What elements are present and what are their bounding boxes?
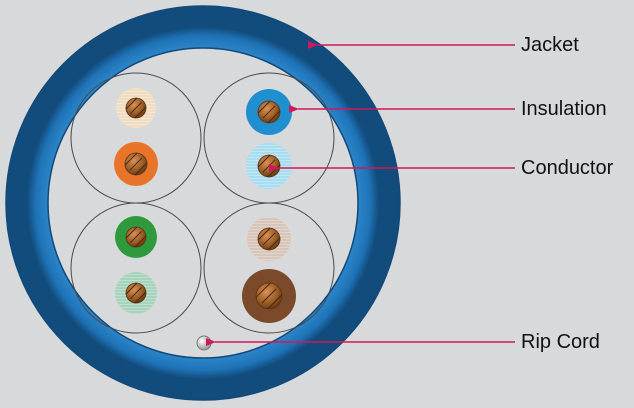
rip-cord: [197, 336, 211, 350]
wire-blue-pair-striped: [246, 143, 292, 189]
cable-core: [49, 49, 357, 357]
wire-green-pair-striped: [115, 272, 157, 314]
wire-orange-pair-striped: [116, 88, 156, 128]
conductor-label: Conductor: [521, 158, 613, 178]
wire-brown-pair-solid: [242, 269, 296, 323]
wire-brown-pair-striped: [247, 217, 291, 261]
wire-blue-pair-solid: [246, 89, 292, 135]
wire-orange-pair-solid: [114, 142, 158, 186]
rip-cord-label: Rip Cord: [521, 332, 600, 352]
wire-green-pair-solid: [115, 216, 157, 258]
insulation-label: Insulation: [521, 99, 607, 119]
jacket-label: Jacket: [521, 35, 579, 55]
